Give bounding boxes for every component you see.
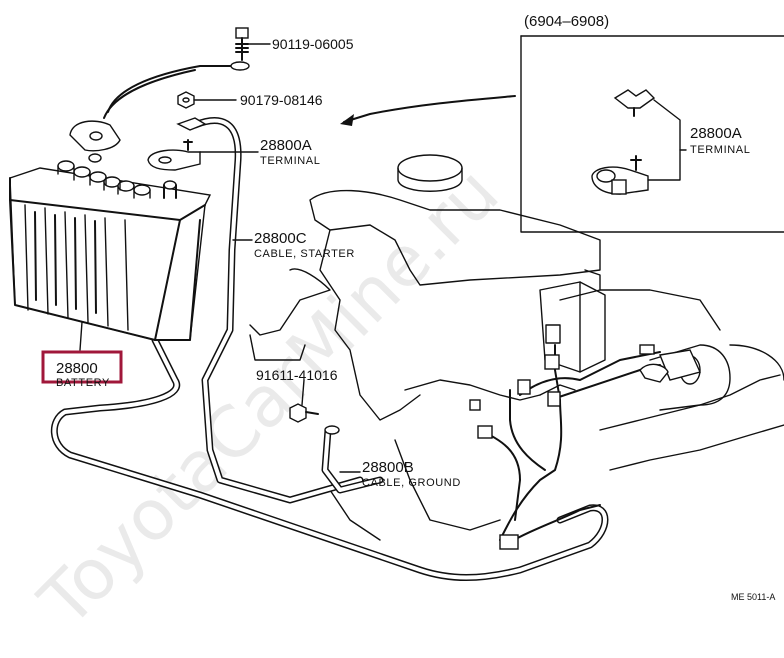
connectors xyxy=(469,344,701,550)
callout-bolt-ground: 91611-41016 xyxy=(256,367,338,383)
cables xyxy=(50,65,661,581)
battery-caps xyxy=(57,160,151,199)
callout-battery-number: 28800 xyxy=(56,360,98,377)
callout-terminal-desc: TERMINAL xyxy=(260,155,320,167)
callout-battery-desc: BATTERY xyxy=(56,377,110,389)
battery-drawing xyxy=(9,120,212,341)
callout-nut-top: 90179-08146 xyxy=(240,92,323,108)
callout-ground-cable-number: 28800B xyxy=(362,459,414,476)
nut-90179 xyxy=(177,91,195,109)
reference-code: ME 5011-A xyxy=(731,592,775,602)
callout-starter-cable-number: 28800C xyxy=(254,230,307,247)
inset-part-desc: TERMINAL xyxy=(690,144,750,156)
callout-terminal-number: 28800A xyxy=(260,137,312,154)
callout-starter-cable-desc: CABLE, STARTER xyxy=(254,248,355,260)
terminal-28800a xyxy=(147,117,207,171)
inset-part-number: 28800A xyxy=(690,125,742,142)
inset-panel xyxy=(340,35,784,233)
inset-range-label: (6904–6908) xyxy=(524,13,609,30)
bolt-91611 xyxy=(289,403,340,435)
callout-bolt-top: 90119-06005 xyxy=(272,36,354,52)
battery-highlight-box xyxy=(41,350,123,384)
callout-ground-cable-desc: CABLE, GROUND xyxy=(362,477,461,489)
leader-lines xyxy=(79,43,361,473)
bolt-90119 xyxy=(230,27,250,71)
engine-outline xyxy=(249,154,784,541)
